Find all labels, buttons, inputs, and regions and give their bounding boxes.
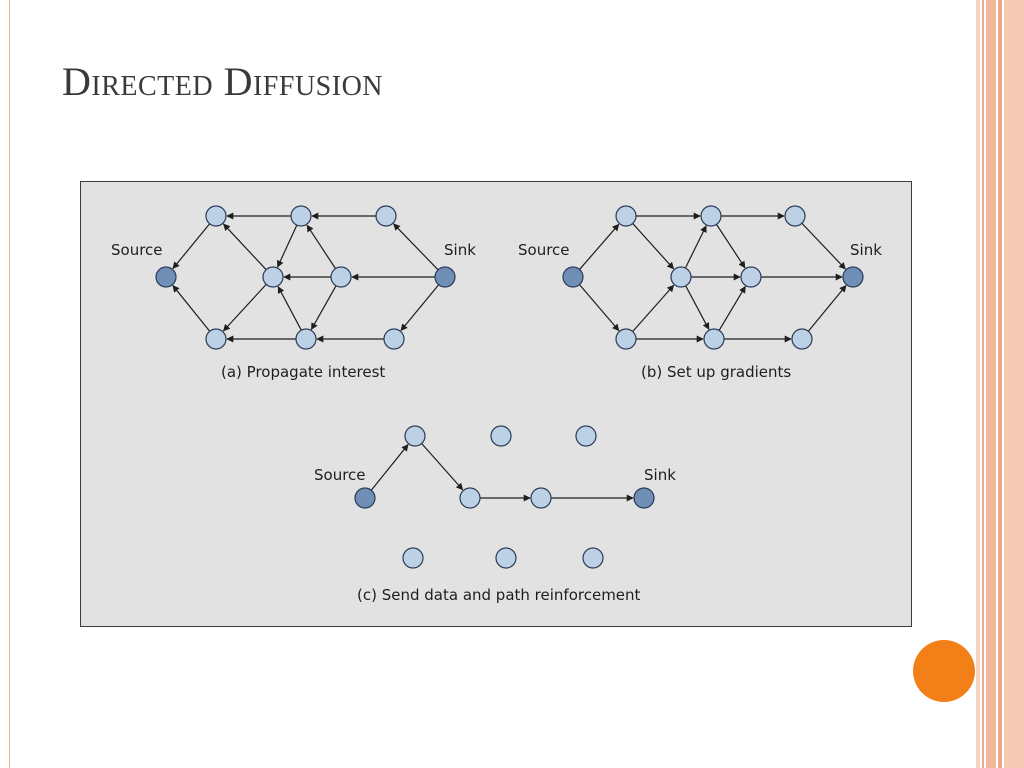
panel-b-node-top2 [700, 205, 722, 227]
panel-b-caption: (b) Set up gradients [641, 363, 791, 381]
panel-b-arrow-bot3-to-sink [807, 284, 847, 332]
panel-b-arrow-src-to-top1 [579, 223, 620, 270]
panel-b-node-mid2 [740, 266, 762, 288]
panel-b-arrow-mid1-to-bot2 [685, 285, 710, 330]
panel-b-sink-label: Sink [850, 241, 882, 259]
panel-c-node-t3 [575, 425, 597, 447]
panel-a-sink-label: Sink [444, 241, 476, 259]
panel-c-node-b2 [495, 547, 517, 569]
panel-b-node-bot1 [615, 328, 637, 350]
panel-a-arrow-mid1-to-top1 [223, 223, 267, 271]
panel-a-node-bot1 [205, 328, 227, 350]
panel-c-node-b3 [582, 547, 604, 569]
panel-a-node-bot3 [383, 328, 405, 350]
panel-c-source-label: Source [314, 466, 366, 484]
panel-c-node-up [404, 425, 426, 447]
panel-a-arrow-mid2-to-top2 [306, 224, 337, 269]
panel-a-node-source [155, 266, 177, 288]
panel-c-caption: (c) Send data and path reinforcement [357, 586, 641, 604]
panel-b-node-bot3 [791, 328, 813, 350]
panel-b-arrow-top1-to-mid1 [632, 223, 675, 270]
panel-a-node-top1 [205, 205, 227, 227]
panel-a-arrow-mid2-to-bot2 [310, 285, 337, 331]
panel-a-caption: (a) Propagate interest [221, 363, 385, 381]
panel-a-node-sink [434, 266, 456, 288]
panel-c-node-m1 [459, 487, 481, 509]
panel-a-arrow-bot2-to-mid1 [277, 286, 302, 331]
slide-title: Directed Diffusion [62, 59, 384, 104]
panel-b-arrow-mid1-to-top2 [684, 225, 707, 269]
panel-c-node-b1 [402, 547, 424, 569]
panel-c-arrow-src-to-up [370, 444, 409, 491]
panel-b-arrow-src-to-bot1 [579, 284, 620, 332]
panel-c-arrow-up-to-m1 [421, 443, 464, 491]
panel-a-arrow-sink-to-top3 [393, 223, 439, 271]
panel-a-arrow-mid1-to-bot1 [222, 283, 267, 332]
panel-c-node-m2 [530, 487, 552, 509]
panel-b-node-sink [842, 266, 864, 288]
panel-c-node-sink [633, 487, 655, 509]
panel-b-node-top1 [615, 205, 637, 227]
panel-b-node-source [562, 266, 584, 288]
decorative-orange-circle [913, 640, 975, 702]
diffusion-figure: Source Sink (a) Propagate interest Sourc… [80, 181, 912, 627]
panel-b-node-top3 [784, 205, 806, 227]
right-decorative-stripes [976, 0, 1024, 768]
panel-b-arrow-top2-to-mid2 [715, 224, 746, 269]
panel-b-arrow-top3-to-sink [801, 222, 846, 270]
panel-a-node-top2 [290, 205, 312, 227]
panel-a-source-label: Source [111, 241, 163, 259]
diffusion-diagram: Source Sink (a) Propagate interest Sourc… [111, 205, 882, 604]
panel-b-source-label: Source [518, 241, 570, 259]
panel-a-node-mid1 [262, 266, 284, 288]
panel-b-node-mid1 [670, 266, 692, 288]
panel-a-arrow-bot1-to-src [172, 285, 211, 332]
panel-a-node-mid2 [330, 266, 352, 288]
panel-a-arrow-top1-to-src [172, 223, 211, 270]
panel-a-arrow-top2-to-mid1 [277, 224, 298, 268]
panel-b-arrow-bot1-to-mid1 [632, 284, 675, 332]
panel-a-node-bot2 [295, 328, 317, 350]
panel-b-arrow-bot2-to-mid2 [718, 285, 746, 331]
panel-a-arrow-sink-to-bot3 [400, 284, 440, 332]
panel-b-node-bot2 [703, 328, 725, 350]
panel-a-node-top3 [375, 205, 397, 227]
left-border [0, 0, 10, 768]
panel-c-sink-label: Sink [644, 466, 676, 484]
panel-c-node-t2 [490, 425, 512, 447]
panel-c-node-source [354, 487, 376, 509]
